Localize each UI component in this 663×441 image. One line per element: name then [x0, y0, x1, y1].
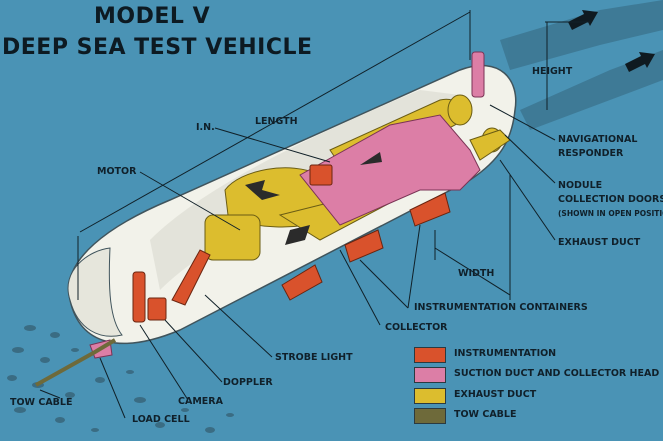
label-exhaust-duct: EXHAUST DUCT	[558, 237, 641, 248]
diagram-title-line2: DEEP SEA TEST VEHICLE	[2, 35, 313, 60]
legend-swatch-exhaust-duct	[414, 388, 446, 404]
exhaust-plume	[500, 0, 663, 130]
legend-swatch-suction-duct	[414, 367, 446, 383]
diagram-title-line1: MODEL V	[94, 4, 211, 29]
label-strobe-light: STROBE LIGHT	[275, 352, 353, 363]
legend-swatch-tow-cable	[414, 408, 446, 424]
label-doppler: DOPPLER	[223, 377, 273, 388]
label-collector: COLLECTOR	[385, 322, 448, 333]
leader-lines	[39, 104, 556, 419]
label-navigational-line1: NAVIGATIONAL	[558, 134, 638, 145]
dimension-lines	[77, 10, 590, 300]
instrumentation-containers	[132, 164, 451, 323]
label-in: I.N.	[196, 122, 215, 133]
legend-swatch-instrumentation	[414, 347, 446, 363]
label-nodule-line2: COLLECTION DOORS	[558, 194, 663, 205]
legend-label-instrumentation: INSTRUMENTATION	[454, 348, 557, 359]
label-width: WIDTH	[458, 268, 495, 279]
label-height: HEIGHT	[532, 66, 573, 77]
flow-arrows	[245, 152, 382, 245]
label-nodule-line1: NODULE	[558, 180, 603, 191]
label-instrumentation-containers: INSTRUMENTATION CONTAINERS	[414, 302, 588, 313]
label-tow-cable: TOW CABLE	[10, 397, 73, 408]
label-nodule-line3: (SHOWN IN OPEN POSITION)	[558, 209, 663, 218]
label-camera: CAMERA	[178, 396, 223, 407]
label-navigational-line2: RESPONDER	[558, 148, 624, 159]
legend-label-suction-duct: SUCTION DUCT AND COLLECTOR HEAD	[454, 368, 660, 379]
label-load-cell: LOAD CELL	[132, 414, 190, 425]
legend-label-tow-cable: TOW CABLE	[454, 409, 517, 420]
plume-arrows	[568, 10, 655, 72]
legend-label-exhaust-duct: EXHAUST DUCT	[454, 389, 537, 400]
label-length: LENGTH	[255, 116, 298, 127]
label-motor: MOTOR	[97, 166, 137, 177]
tow-cable	[35, 338, 117, 387]
